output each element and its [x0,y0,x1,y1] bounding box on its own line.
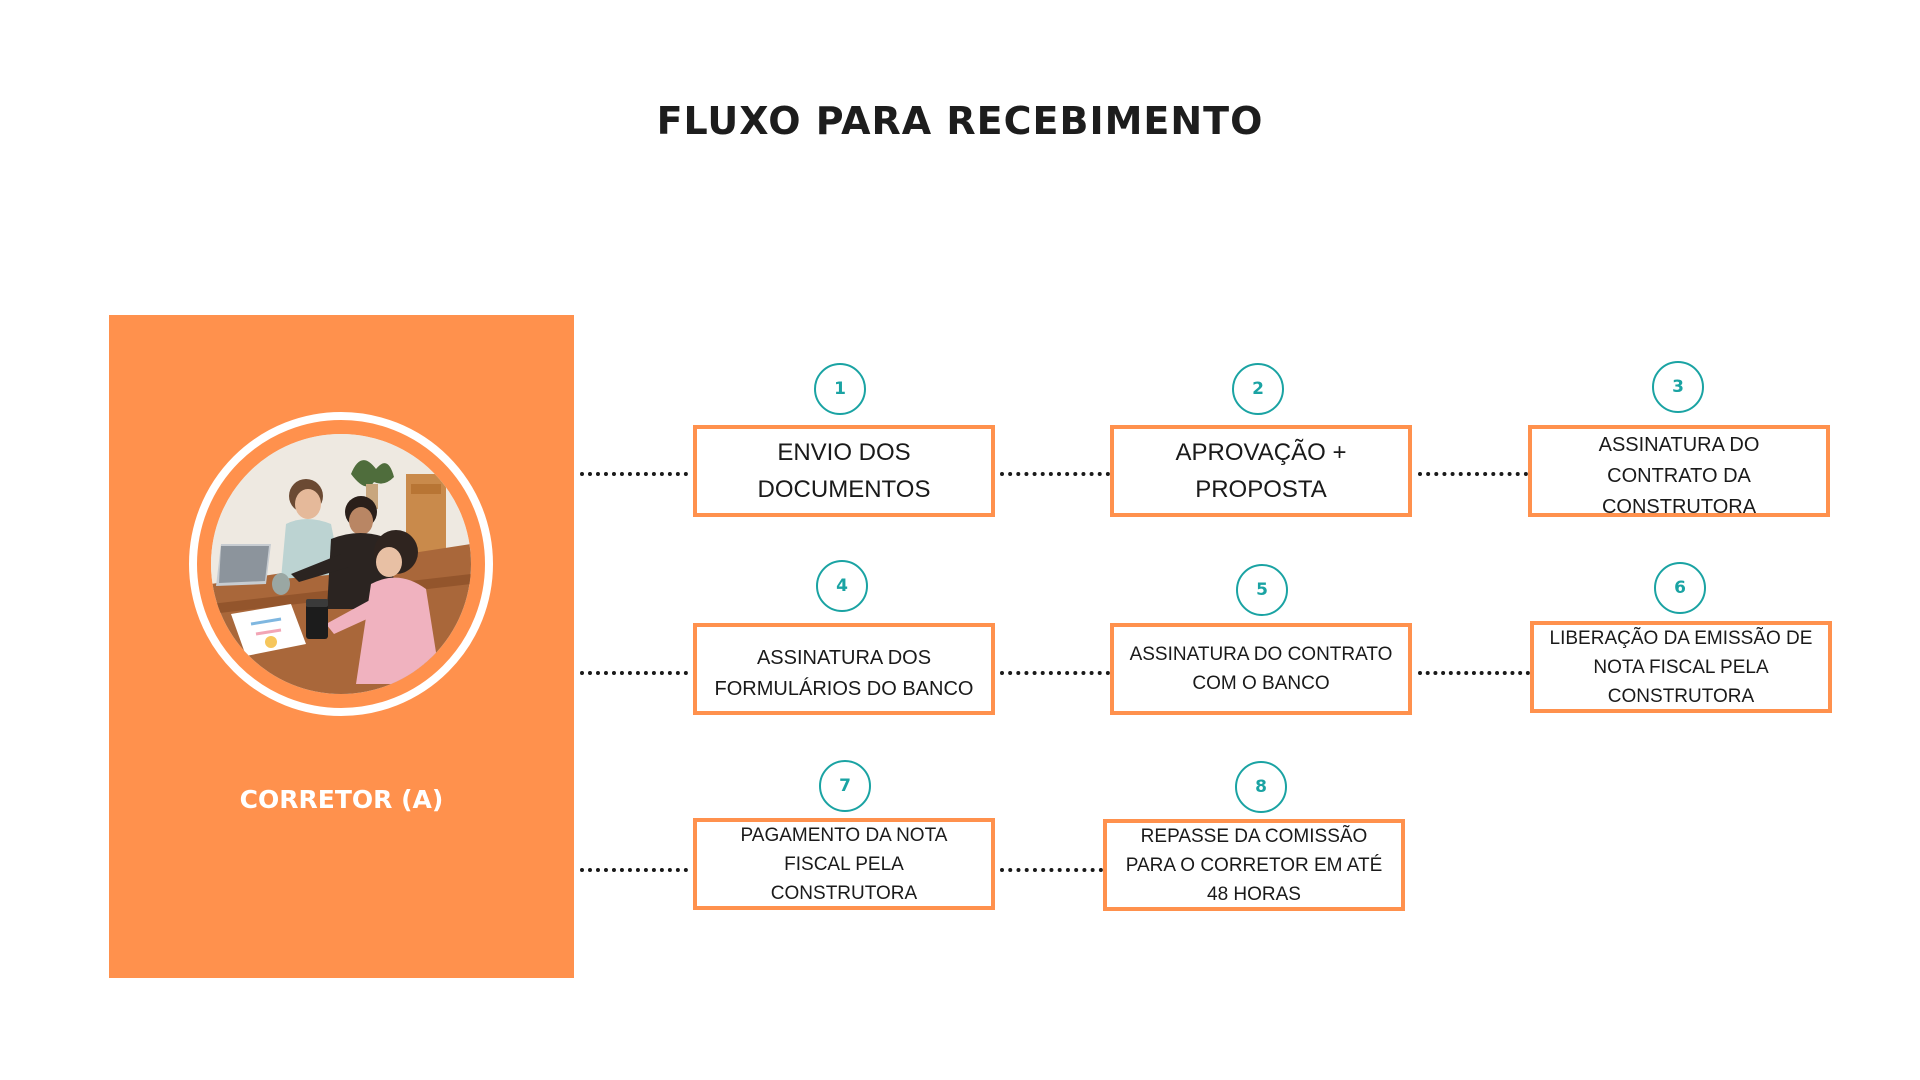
connector-panel-to-step-7 [580,868,688,872]
connector-step-5-to-6 [1418,671,1530,675]
step-6-box: LIBERAÇÃO DA EMISSÃO DE NOTA FISCAL PELA… [1530,621,1832,713]
corretor-label: CORRETOR (A) [239,785,444,814]
avatar-ring [189,412,493,716]
step-2-box: APROVAÇÃO + PROPOSTA [1110,425,1412,517]
step-8-label: REPASSE DA COMISSÃO PARA O CORRETOR EM A… [1125,825,1383,905]
connector-panel-to-step-4 [580,671,688,675]
step-3-label: ASSINATURA DO CONTRATO DA CONSTRUTORA [1598,433,1760,517]
connector-step-1-to-2 [1000,472,1110,476]
step-2-label: APROVAÇÃO + PROPOSTA [1175,439,1347,503]
step-6-number: 6 [1654,562,1706,614]
page-title: FLUXO PARA RECEBIMENTO [656,99,1264,143]
step-4-box: ASSINATURA DOS FORMULÁRIOS DO BANCO [693,623,995,715]
step-6-label: LIBERAÇÃO DA EMISSÃO DE NOTA FISCAL PELA… [1549,627,1813,707]
step-5-number: 5 [1236,564,1288,616]
step-7-number: 7 [819,760,871,812]
connector-step-2-to-3 [1418,472,1528,476]
step-1-label: ENVIO DOS DOCUMENTOS [757,439,931,503]
step-8-box: REPASSE DA COMISSÃO PARA O CORRETOR EM A… [1103,819,1405,911]
step-4-number: 4 [816,560,868,612]
step-3-box: ASSINATURA DO CONTRATO DA CONSTRUTORA [1528,425,1830,517]
step-7-box: PAGAMENTO DA NOTA FISCAL PELA CONSTRUTOR… [693,818,995,910]
connector-step-4-to-5 [1000,671,1110,675]
step-7-label: PAGAMENTO DA NOTA FISCAL PELA CONSTRUTOR… [740,824,948,904]
connector-panel-to-step-1 [580,472,688,476]
step-5-box: ASSINATURA DO CONTRATO COM O BANCO [1110,623,1412,715]
connector-step-7-to-8 [1000,868,1103,872]
corretor-panel: CORRETOR (A) [109,315,574,978]
step-3-number: 3 [1652,361,1704,413]
step-2-number: 2 [1232,363,1284,415]
step-8-number: 8 [1235,761,1287,813]
step-1-box: ENVIO DOS DOCUMENTOS [693,425,995,517]
step-1-number: 1 [814,363,866,415]
team-meeting-photo [211,434,471,694]
step-4-label: ASSINATURA DOS FORMULÁRIOS DO BANCO [714,647,974,700]
step-5-label: ASSINATURA DO CONTRATO COM O BANCO [1129,644,1393,694]
